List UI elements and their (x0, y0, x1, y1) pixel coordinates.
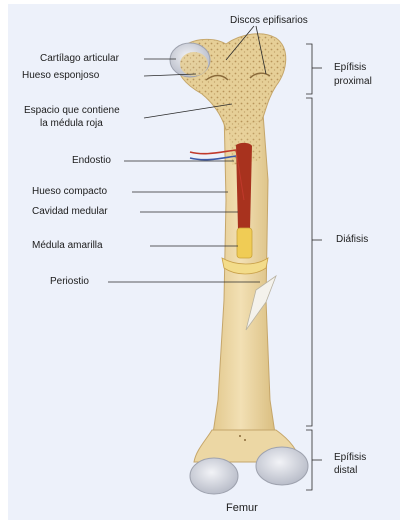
condyle-left (190, 458, 238, 494)
label-epifisis-proximal-2: proximal (334, 76, 372, 88)
label-espacio-line1: Espacio que contiene (24, 105, 120, 117)
label-medula-amarilla: Médula amarilla (32, 240, 103, 252)
condyle-right (256, 447, 308, 485)
medullary-cavity (236, 143, 252, 230)
caption-femur: Femur (226, 502, 258, 514)
bracket-diafisis (306, 98, 312, 426)
label-cavidad-medular: Cavidad medular (32, 206, 108, 218)
label-hueso-esponjoso: Hueso esponjoso (22, 70, 99, 82)
label-periostio: Periostio (50, 276, 89, 288)
yellow-marrow (237, 228, 252, 258)
label-cartilago-articular: Cartílago articular (40, 53, 119, 65)
label-espacio-line2: la médula roja (40, 118, 103, 130)
label-endostio: Endostio (72, 155, 111, 167)
label-hueso-compacto: Hueso compacto (32, 186, 107, 198)
label-discos-epifisarios: Discos epifisarios (230, 15, 308, 27)
label-epifisis-distal-2: distal (334, 465, 357, 477)
bracket-epifisis-proximal (306, 44, 312, 94)
label-epifisis-proximal-1: Epífisis (334, 62, 366, 74)
label-epifisis-distal-1: Epífisis (334, 452, 366, 464)
label-diafisis: Diáfisis (336, 234, 368, 246)
